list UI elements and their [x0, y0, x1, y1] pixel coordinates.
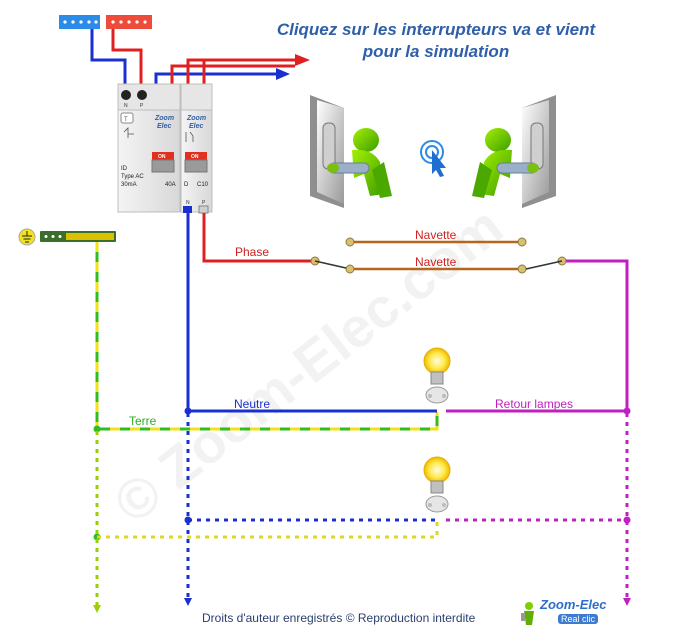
c10-brand-2: Elec	[189, 123, 204, 130]
outgoing-phase-arrow	[295, 54, 310, 66]
id-lever[interactable]	[151, 159, 175, 173]
differential-switch[interactable]: N P T Zoom Elec ON ID Type AC 30mA 40A	[117, 83, 181, 213]
id-terminal-n: N	[124, 103, 128, 109]
phase-wire	[202, 213, 315, 263]
switch-1-button[interactable]	[310, 95, 392, 208]
id-brand-1: Zoom	[154, 115, 174, 122]
outgoing-neutral-wire	[154, 72, 277, 88]
switch-1-contacts[interactable]	[310, 237, 355, 274]
c10-brand-1: Zoom	[186, 115, 206, 122]
id-type-1: ID	[121, 166, 128, 172]
label-navette-bottom: Navette	[415, 255, 457, 269]
neutral-junction	[184, 407, 192, 415]
lamp-2	[423, 456, 451, 513]
label-retour-lampes: Retour lampes	[495, 397, 573, 411]
outgoing-phase-wire-2	[186, 58, 300, 88]
c10-rating: C10	[197, 182, 209, 188]
earth-wire	[95, 242, 439, 431]
title-line-1: Cliquez sur les interrupteurs va et vien…	[276, 20, 596, 39]
label-navette-top: Navette	[415, 228, 457, 242]
supply-phase-wire	[111, 29, 143, 88]
neutral-supply-bar	[59, 15, 100, 29]
watermark: © Zoom-Elec.com	[102, 194, 514, 535]
id-rating: 40A	[165, 182, 176, 188]
c10-on-label: ON	[191, 154, 199, 160]
id-on-label: ON	[158, 154, 166, 160]
c10-terminal-p: P	[202, 200, 206, 206]
id-terminal-p: P	[140, 103, 144, 109]
switch-2-button[interactable]	[472, 95, 556, 208]
dotted-extension-wires	[95, 413, 629, 605]
id-type-3: 30mA	[121, 182, 137, 188]
label-terre: Terre	[129, 414, 157, 428]
outgoing-phase-wire-1	[170, 64, 295, 88]
label-neutre: Neutre	[234, 397, 270, 411]
c10-terminal-n: N	[186, 200, 190, 206]
outgoing-neutral-arrow	[276, 68, 290, 80]
copyright-footer: Droits d'auteur enregistrés © Reproducti…	[202, 611, 476, 625]
down-arrows	[93, 598, 631, 613]
earth-junction	[93, 425, 101, 433]
logo-name: Zoom-Elec	[540, 597, 607, 612]
earth-symbol	[18, 228, 36, 246]
switch-2-contacts[interactable]	[517, 237, 567, 274]
circuit-breaker-c10[interactable]: Zoom Elec ON D C10 N P	[180, 83, 213, 214]
supply-neutral-wire	[90, 29, 127, 88]
logo-tagline: Real clic	[558, 614, 599, 624]
phase-supply-bar	[106, 15, 152, 29]
retour-lampes-wire	[446, 259, 629, 413]
label-phase: Phase	[235, 245, 269, 259]
id-type-2: Type AC	[121, 174, 144, 180]
c10-lever[interactable]	[184, 159, 208, 173]
id-test-button[interactable]: T	[124, 117, 128, 123]
lamp-1	[423, 347, 451, 404]
retour-junction	[623, 407, 631, 415]
logo-figure-icon	[521, 602, 534, 625]
id-brand-2: Elec	[157, 123, 172, 130]
earth-bar	[40, 231, 116, 242]
c10-curve: D	[184, 182, 189, 188]
zoom-elec-logo[interactable]: Zoom-Elec Real clic	[520, 595, 630, 631]
title-line-2: pour la simulation	[362, 42, 510, 61]
click-cursor-icon	[420, 140, 446, 177]
